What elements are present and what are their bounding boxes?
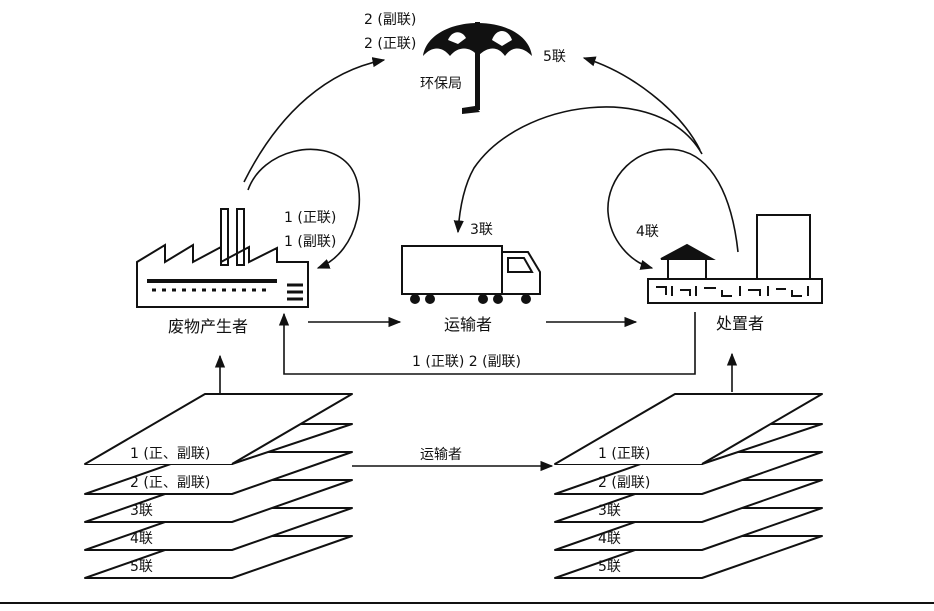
generator-name: 废物产生者 (168, 317, 248, 336)
left-sheet-label-4: 4联 (130, 531, 153, 547)
generator-copy-1-top: 1 (正联) (284, 210, 336, 226)
disposer-name: 处置者 (716, 314, 764, 333)
right-sheet-label-4: 4联 (598, 531, 621, 547)
arrow-disposer-to-transporter (458, 107, 702, 232)
right-sheet-label-5: 5联 (598, 559, 621, 575)
left-sheet-label-5: 5联 (130, 559, 153, 575)
agency-received-top: 2 (副联) (364, 12, 416, 28)
generator-copy-1-bottom: 1 (副联) (284, 234, 336, 250)
arrow-generator-self-loop (248, 149, 359, 268)
left-sheet-label-3: 3联 (130, 503, 153, 519)
truck-icon (402, 246, 540, 303)
transporter-name: 运输者 (444, 315, 492, 334)
agency-name: 环保局 (420, 76, 462, 92)
agency-received-bottom: 2 (正联) (364, 36, 416, 52)
disposer-copy-4: 4联 (636, 224, 659, 240)
factory-icon (137, 209, 308, 307)
right-sheet-label-2: 2 (副联) (598, 475, 650, 491)
stack-transfer-label: 运输者 (420, 447, 462, 463)
arrow-generator-to-agency (244, 60, 384, 182)
left-sheet-label-2: 2 (正、副联) (130, 475, 210, 491)
agency-copy-5: 5联 (543, 49, 566, 65)
arrow-disposer-to-agency (584, 58, 700, 150)
left-sheet-label-1: 1 (正、副联) (130, 446, 210, 462)
arrow-disposer-self-loop (608, 149, 738, 268)
right-sheet-label-1: 1 (正联) (598, 446, 650, 462)
right-sheet-label-3: 3联 (598, 503, 621, 519)
agency-logo-icon (423, 22, 532, 114)
transporter-copy-3: 3联 (470, 222, 493, 238)
return-flow-label: 1 (正联) 2 (副联) (412, 354, 521, 370)
